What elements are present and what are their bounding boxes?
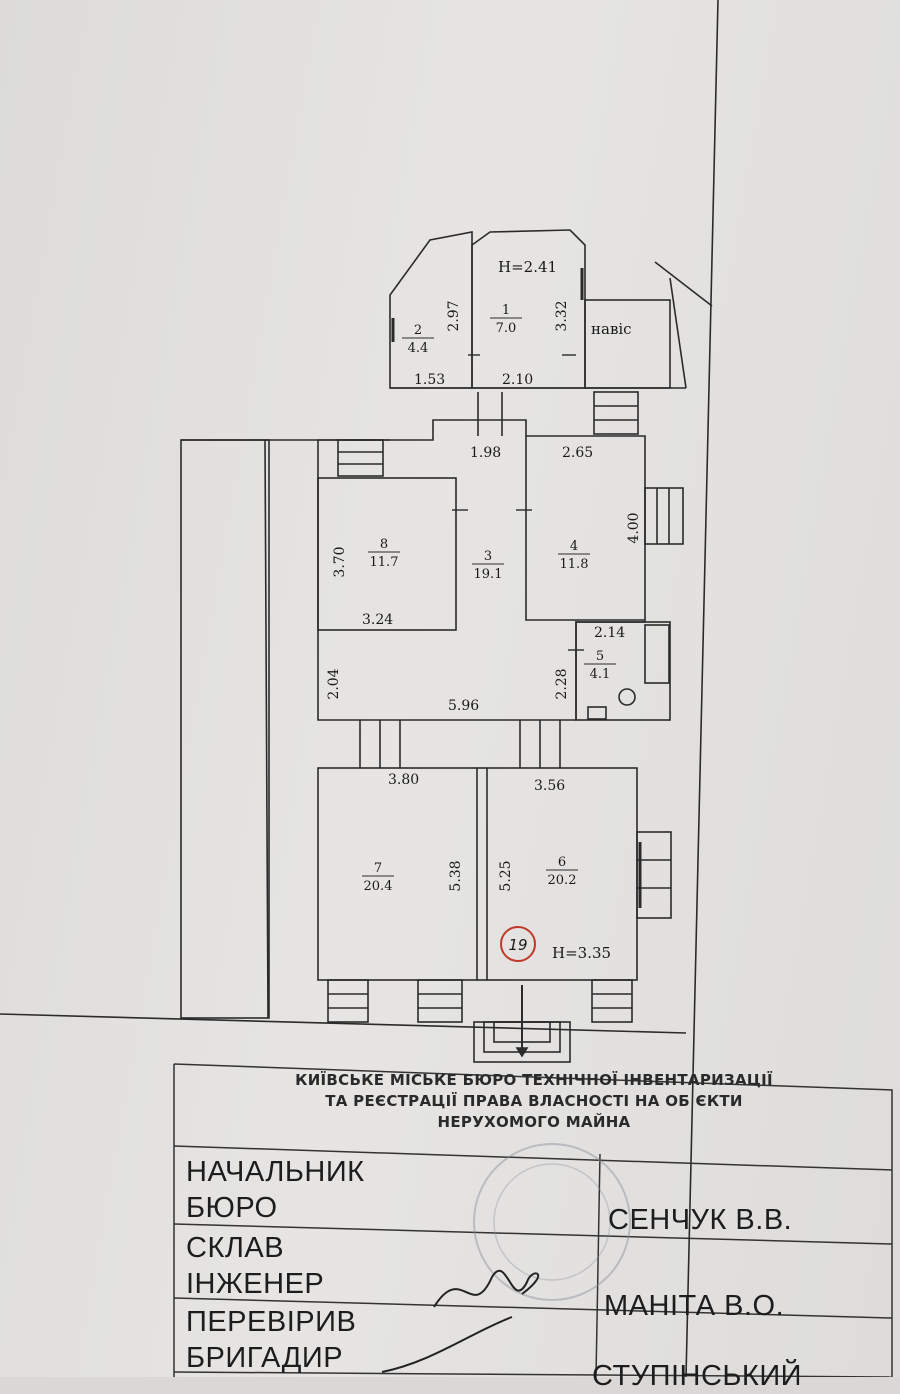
dimension-label: 3.80 [388,772,419,788]
room-7-outline [317,767,478,981]
room-area: 20.4 [364,879,393,894]
height-label-upper: H=2.41 [498,258,557,276]
dimension-label: 5.96 [448,698,479,714]
seal-stamp [473,1143,631,1301]
toilet-icon [618,688,636,706]
canopy-outline [584,299,671,389]
room-area: 11.8 [560,557,589,572]
room-number: 5 [596,649,604,664]
name-head-of-bureau: СЕНЧУК В.В. [608,1204,793,1236]
canopy-label: навіс [591,320,632,338]
entrance-arrow-head [515,1047,529,1058]
room-area: 4.1 [590,667,611,682]
room-area: 7.0 [496,321,517,336]
room-number: 2 [414,323,422,338]
marker-number: 19 [508,936,527,954]
steps-top-left [337,439,384,477]
left-corridor-outer [180,439,270,1019]
room-area: 20.2 [548,873,577,888]
dimension-label: 2.28 [554,668,570,699]
lot-boundary-line-bottom [0,1013,687,1034]
steps-right-room4 [644,487,684,545]
room-number: 1 [502,303,510,318]
dimension-label: 1.98 [470,445,501,461]
door-marks [452,354,584,651]
bureau-header-line-2: ТА РЕЄСТРАЦІЇ ПРАВА ВЛАСНОСТІ НА ОБ ЄКТИ [325,1092,743,1110]
title-block-grid [173,1063,893,1377]
name-foreman: СТУПІНСЬКИЙ [592,1360,803,1392]
dimension-label: 5.38 [448,860,464,891]
dimension-label: 2.10 [502,372,533,388]
room-number: 3 [484,549,492,564]
room-number: 4 [570,539,578,554]
steps-top-right [593,391,639,435]
dimension-label: 3.24 [362,612,393,628]
dimension-label: 4.00 [626,512,642,543]
dimension-label: 3.32 [554,300,570,331]
dimension-labels: 2.97 3.32 1.53 2.10 1.98 2.65 4.00 3.70 3.24 2.14… [326,300,642,891]
room-number: 8 [380,537,388,552]
dimension-label: 3.70 [332,546,348,577]
dimension-label: 2.65 [562,445,593,461]
title-block: КИЇВСЬКЕ МІСЬКЕ БЮРО ТЕХНІЧНОЇ ІНВЕНТАРИ… [172,1062,896,1392]
height-label-lower: H=3.35 [552,944,611,962]
bureau-header: КИЇВСЬКЕ МІСЬКЕ БЮРО ТЕХНІЧНОЇ ІНВЕНТАРИ… [172,1062,896,1150]
room-8-outline [317,477,457,631]
dimension-label: 2.14 [594,625,625,641]
marker-circle [500,926,536,962]
bathtub-icon [644,624,670,684]
room-area: 4.4 [408,341,429,356]
room-number: 7 [374,861,382,876]
steps-between-blocks [359,720,561,768]
dimension-label: 2.97 [446,300,462,331]
sink-icon [587,706,607,720]
dimension-label: 1.53 [414,372,445,388]
dimension-label: 3.56 [534,778,565,794]
dimension-label: 5.25 [498,860,514,891]
room-labels: 2 4.4 1 7.0 8 11.7 3 19.1 4 11.8 5 4.1 7 20.4 6 20.2 [362,303,616,894]
steps-top-mid [477,392,503,436]
dimension-label: 2.04 [326,668,342,699]
steps-right-room6 [636,831,672,919]
signature-mark [433,1269,540,1308]
steps-bottom [327,979,633,1063]
room-area: 19.1 [474,567,503,582]
room-area: 11.7 [370,555,399,570]
name-engineer: МАНІТА В.О. [604,1290,785,1322]
window-marks [391,268,642,908]
bureau-header-line-3: НЕРУХОМОГО МАЙНА [437,1113,631,1131]
room-5-outline [575,621,671,721]
bureau-header-line-1: КИЇВСЬКЕ МІСЬКЕ БЮРО ТЕХНІЧНОЇ ІНВЕНТАРИ… [295,1071,773,1089]
signature-mark-2 [381,1316,513,1373]
lot-boundary-line [685,0,719,1377]
room-4-outline [525,436,645,621]
room-number: 6 [558,855,566,870]
